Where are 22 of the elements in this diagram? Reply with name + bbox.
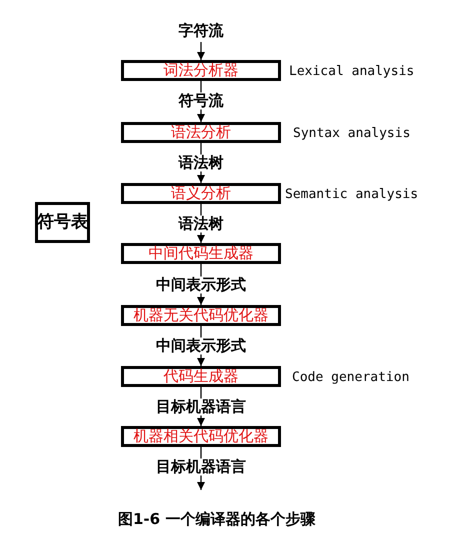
caption: 图1-6 一个编译器的各个步骤 — [118, 512, 316, 527]
stage-label: Lexical analysis — [289, 65, 414, 78]
stage-label: Semantic analysis — [285, 188, 418, 201]
edge-label: 中间表示形式 — [156, 338, 246, 354]
edge-label: 中间表示形式 — [156, 276, 246, 294]
edge-label: 目标机器语言 — [156, 398, 246, 416]
process-box: 机器无关代码优化器 — [121, 305, 281, 326]
table-box: 符号表 — [35, 202, 90, 243]
edge-label: 语法树 — [178, 216, 224, 232]
edge-label: 语法树 — [178, 154, 224, 172]
process-box: 语法分析 — [121, 122, 281, 143]
edge-label: 目标机器语言 — [156, 458, 246, 476]
edge-label: 字符流 — [178, 22, 224, 40]
process-box: 代码生成器 — [121, 366, 281, 387]
process-box: 语义分析 — [121, 183, 281, 204]
stage-label: Syntax analysis — [293, 127, 410, 140]
edge-label: 符号流 — [178, 92, 224, 110]
stage-label: Code generation — [292, 371, 410, 384]
process-box: 词法分析器 — [121, 60, 281, 81]
arrow — [197, 42, 205, 60]
process-box: 机器相关代码优化器 — [121, 426, 281, 447]
process-box: 中间代码生成器 — [121, 243, 281, 264]
